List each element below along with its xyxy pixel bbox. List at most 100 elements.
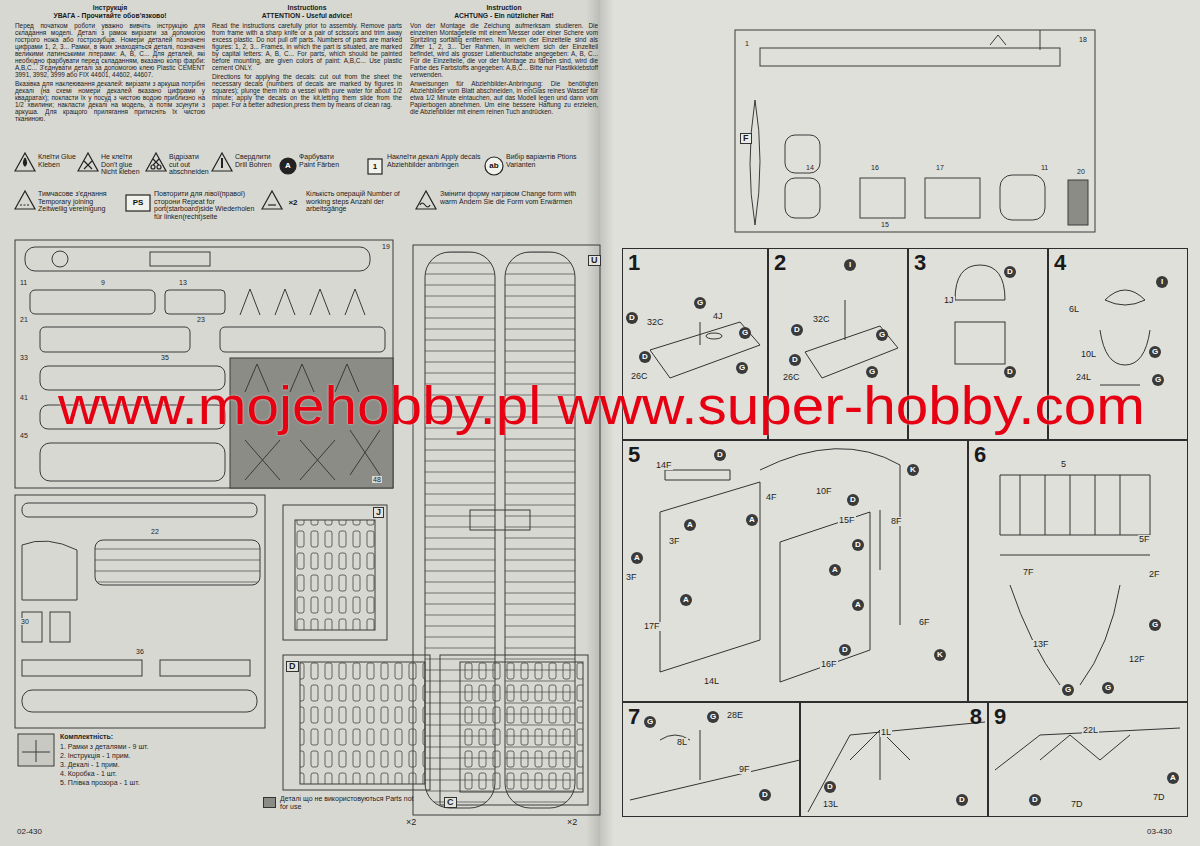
paint-callout: A [1167,772,1179,784]
kit-contents-line: 3. Декалі - 1 прим. [60,761,120,768]
legend-text: Повторити для лівої(правої) сторони Repe… [154,190,259,221]
paint-callout: D [847,494,859,506]
sprue-drawing [220,327,385,352]
instruction-text: Перед початком роботи уважно вивчіть інс… [15,22,205,78]
sprue-part-number: 11 [1040,164,1049,171]
sprue-drawing [785,135,820,173]
sprue-part-number: 48 [372,476,382,483]
assembly-drawing [805,326,898,378]
paint-callout: D [791,324,803,336]
page-number: 03-430 [1146,828,1173,836]
legend-text: Деталі що не використовуються Parts not … [280,795,420,810]
paint-callout: A [852,599,864,611]
paint-callout: D [789,354,801,366]
paint-callout: G [1102,682,1114,694]
paint-callout: G [866,366,878,378]
sprue-drawing [150,252,210,266]
part-number: 14L [703,677,720,686]
paint-callout: I [1156,276,1168,288]
text-column: InstructionACHTUNG - Ein nützlicher Rat!… [410,4,598,115]
part-number: 22L [1082,726,1099,735]
paint-callout: D [1004,266,1016,278]
paint-callout: G [1149,619,1161,631]
step-number: 8 [801,703,987,731]
sprue-part-number: 15 [880,221,890,228]
part-number: 15F [838,516,856,525]
sprue-part-number: 35 [160,354,170,361]
symbol-letter: A [285,162,291,170]
sprue-drawing [15,495,265,728]
sprue-part-number: 22 [150,528,160,535]
kit-contents-line: 5. Плівка прозора - 1 шт. [60,779,140,786]
assembly-drawing [780,512,870,682]
part-number: ×2 [405,818,417,827]
sprue-drawing [785,178,820,218]
legend-text: Тимчасове з'єднання Temporary joining Ze… [38,190,123,213]
sprue-drawing [295,520,375,630]
sprue-drawing [18,734,54,766]
instruction-heading: УВАГА - Прочитайте обов'язково! [15,12,205,20]
text-column: InstructionsATTENTION - Useful advice! Re… [212,4,402,108]
instruction-text: Read the instructions carefully prior to… [212,22,402,71]
part-number: 6L [1068,305,1080,314]
sprue-drawing [95,540,260,585]
legend-symbol [280,158,296,174]
paint-callout: A [829,564,841,576]
sprue-drawing [40,327,190,352]
step-panel: 5 [622,440,968,702]
instruction-heading: Instructions [212,4,402,12]
sprue-part-number: 19 [381,243,391,250]
legend-text: Фарбувати Paint Färben [299,153,344,168]
legend-symbol [126,195,150,211]
sprue-part-number: 41 [19,394,29,401]
sprue-drawing [470,510,530,530]
part-number: 1L [880,728,892,737]
part-number: ×2 [566,818,578,827]
sprue-drawing [22,660,142,676]
sprue-letter: D [286,661,299,672]
part-number: 17F [643,622,661,631]
assembly-drawing [955,322,1005,364]
sprue-drawing [15,240,393,488]
assembly-drawing [955,265,1005,300]
part-number: 32C [646,318,665,327]
instruction-text: Anweisungen für Abziehbilder-Anbringung:… [410,80,598,115]
paint-callout: A [680,594,692,606]
legend-symbol [212,153,232,171]
symbol-letter: ab [489,162,498,170]
sprue-letter: J [373,507,384,518]
sprue-part-number: 36 [135,648,145,655]
part-number: 7F [1022,568,1035,577]
paint-callout: D [626,312,638,324]
assembly-drawing [1000,475,1150,535]
instruction-heading: ATTENTION - Useful advice! [212,12,402,20]
assembly-drawing [650,322,760,378]
instruction-heading: Instruction [410,4,598,12]
sprue-part-number: 21 [19,316,29,323]
page-number: 02-430 [16,828,43,836]
step-number: 1 [623,249,767,277]
sprue-part-number: 13 [178,279,188,286]
assembly-drawing [665,470,730,480]
sprue-letter: C [444,797,457,808]
sprue-drawing [860,178,905,218]
part-number: 10L [1080,350,1097,359]
paint-callout: I [844,259,856,271]
assembly-drawing [630,265,1180,812]
paint-callout: G [739,327,751,339]
sprue-drawing [750,100,760,225]
paint-callout: G [1149,346,1161,358]
paint-callout: D [852,539,864,551]
assembly-drawing [1000,555,1150,685]
legend-symbol [262,191,282,209]
sprue-drawing [22,503,257,517]
sprue-drawing [760,48,1060,66]
sprue-drawing [30,290,155,314]
sprue-drawing [22,612,42,642]
instruction-heading: ACHTUNG - Ein nützlicher Rat! [410,12,598,20]
sprue-part-number: 30 [20,618,30,625]
paint-callout: G [1062,684,1074,696]
part-number: 4J [712,312,724,321]
legend-text: Свердлити Drill Bohren [235,153,277,168]
legend-symbol [15,191,35,209]
